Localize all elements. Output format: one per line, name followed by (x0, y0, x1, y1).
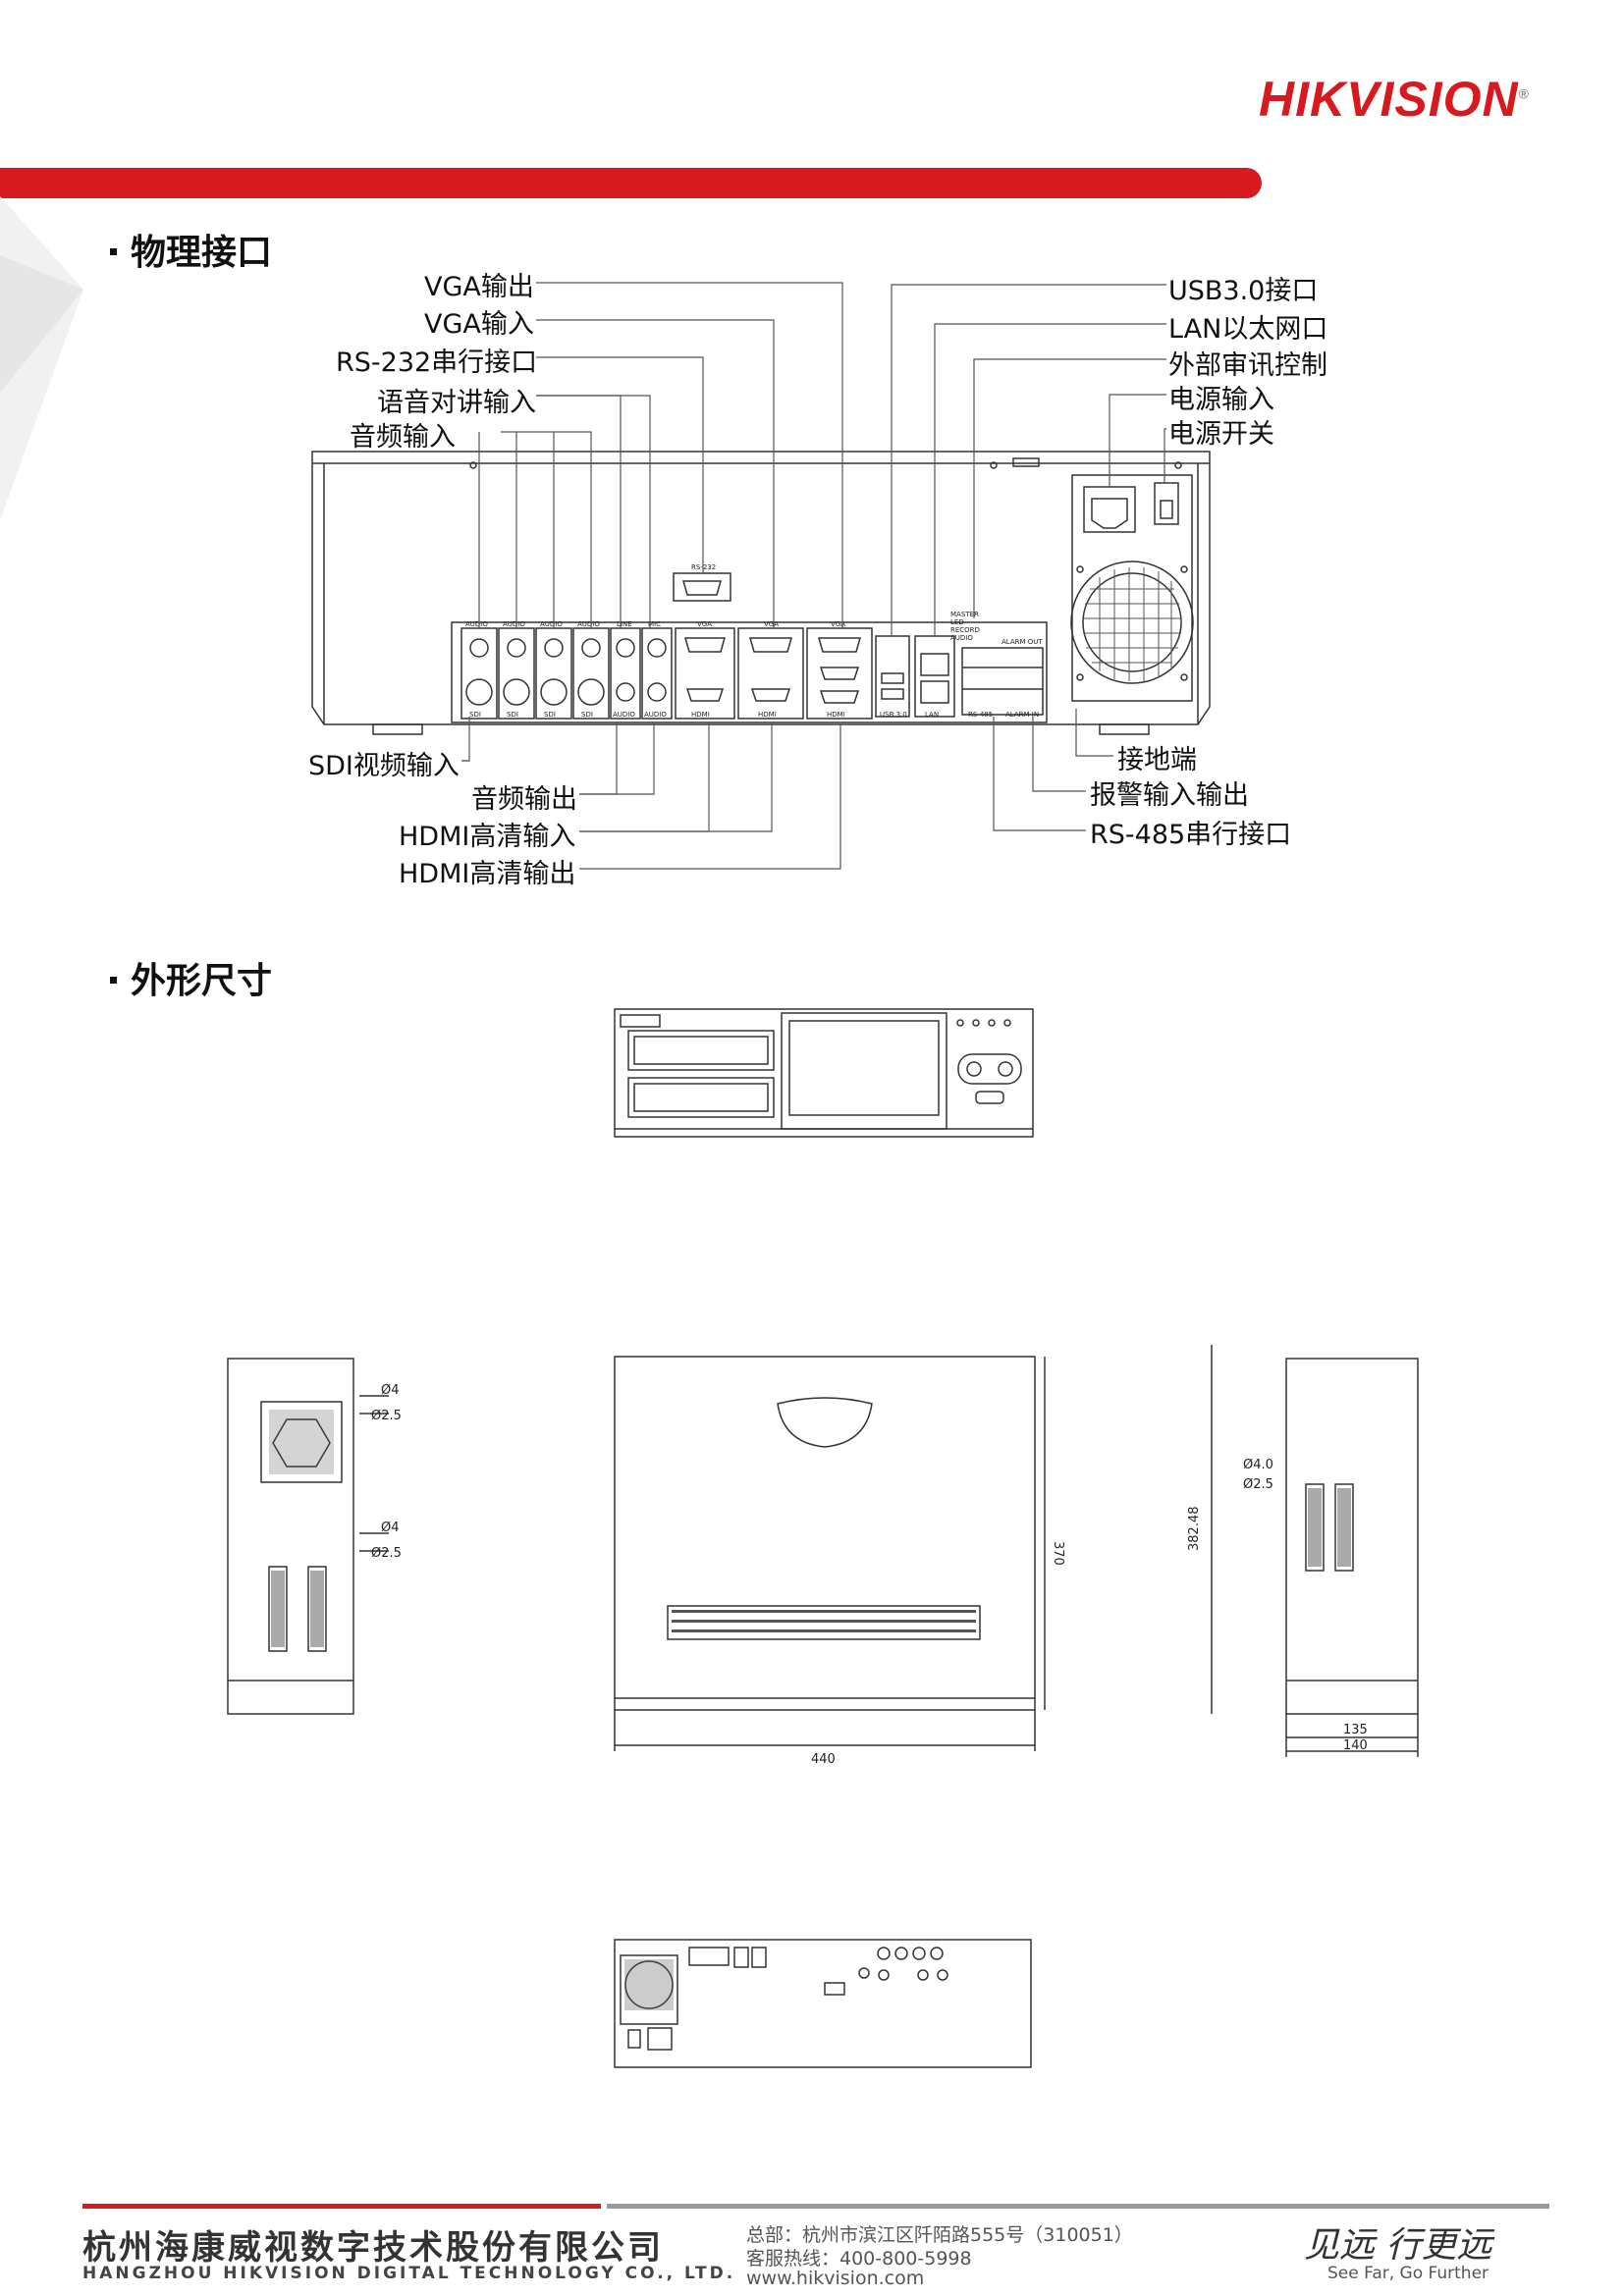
svg-text:RS-485: RS-485 (968, 711, 993, 719)
svg-text:HDMI: HDMI (758, 711, 777, 719)
svg-text:AUDIO: AUDIO (465, 620, 488, 628)
svg-text:SDI: SDI (469, 711, 481, 719)
label-alarm-io: 报警输入输出 (1090, 780, 1249, 811)
svg-text:HDMI: HDMI (827, 711, 845, 719)
svg-text:Ø2.5: Ø2.5 (371, 1409, 402, 1423)
footer-red-line (82, 2204, 601, 2209)
right-side-view (1211, 1345, 1419, 1757)
svg-text:RS-232: RS-232 (691, 563, 716, 571)
svg-text:SDI: SDI (544, 711, 556, 719)
svg-text:370: 370 (1051, 1541, 1065, 1566)
svg-text:Ø2.5: Ø2.5 (1243, 1477, 1273, 1492)
svg-text:MIC: MIC (648, 620, 661, 628)
label-power-in: 电源输入 (1168, 385, 1274, 415)
label-audio-out: 音频输出 (471, 784, 577, 815)
svg-text:VGA: VGA (831, 620, 845, 628)
decorative-triangles (0, 196, 83, 520)
label-talk-in: 语音对讲输入 (377, 388, 536, 418)
rear-panel-diagram: RS-232 AUDIO AUDIO AUDIO AUDIO LINE MIC … (311, 282, 1211, 870)
svg-text:SDI: SDI (581, 711, 593, 719)
footer-address: 总部：杭州市滨江区阡陌路555号（310051） (746, 2224, 1133, 2246)
svg-text:RECORD: RECORD (950, 626, 980, 634)
svg-text:AUDIO: AUDIO (950, 634, 973, 642)
slogan-cn: 见远 行更远 (1304, 2225, 1492, 2266)
svg-text:ALARM OUT: ALARM OUT (1001, 638, 1043, 646)
label-power-switch: 电源开关 (1168, 419, 1274, 450)
footer-gray-line (607, 2204, 1549, 2209)
svg-text:LED: LED (950, 618, 964, 626)
svg-text:382.48: 382.48 (1187, 1507, 1202, 1552)
svg-text:USB 3.0: USB 3.0 (880, 711, 907, 719)
svg-text:Ø4: Ø4 (381, 1521, 400, 1535)
rear-view (614, 1939, 1032, 2068)
svg-text:135: 135 (1343, 1723, 1368, 1737)
section-title-dimensions: 外形尺寸 (110, 952, 272, 1003)
company-name-cn: 杭州海康威视数字技术股份有限公司 (82, 2228, 664, 2268)
svg-text:AUDIO: AUDIO (613, 711, 635, 719)
svg-text:Ø4.0: Ø4.0 (1243, 1458, 1273, 1472)
footer-hotline: 客服热线：400-800-5998 (746, 2248, 972, 2269)
left-side-view (227, 1358, 389, 1715)
svg-text:LAN: LAN (925, 711, 939, 719)
label-rs485: RS-485串行接口 (1090, 820, 1292, 850)
company-name-en: HANGZHOU HIKVISION DIGITAL TECHNOLOGY CO… (82, 2264, 736, 2283)
svg-text:Ø4: Ø4 (381, 1383, 400, 1398)
label-audio-in: 音频输入 (350, 422, 456, 453)
slogan-en: See Far, Go Further (1327, 2264, 1489, 2283)
svg-text:HDMI: HDMI (691, 711, 710, 719)
svg-text:Ø2.5: Ø2.5 (371, 1546, 402, 1561)
label-ground: 接地端 (1117, 745, 1197, 775)
label-vga-in: VGA输入 (424, 309, 534, 340)
svg-text:AUDIO: AUDIO (540, 620, 563, 628)
svg-text:AUDIO: AUDIO (644, 711, 667, 719)
svg-text:440: 440 (811, 1752, 836, 1767)
label-vga-out: VGA输出 (424, 272, 534, 302)
header-red-bar (0, 168, 1262, 198)
front-view (614, 1008, 1034, 1138)
label-lan: LAN以太网口 (1168, 314, 1328, 345)
top-view (614, 1356, 1046, 1751)
section-title-interfaces: 物理接口 (110, 224, 272, 275)
label-usb3: USB3.0接口 (1168, 276, 1319, 306)
svg-text:VGA: VGA (697, 620, 712, 628)
label-sdi-in: SDI视频输入 (308, 751, 460, 781)
svg-text:LINE: LINE (617, 620, 632, 628)
label-hdmi-in: HDMI高清输入 (399, 822, 576, 852)
svg-text:AUDIO: AUDIO (577, 620, 600, 628)
label-rs232: RS-232串行接口 (336, 347, 538, 378)
svg-text:AUDIO: AUDIO (503, 620, 525, 628)
vent-holes (269, 1410, 1351, 2010)
footer-website[interactable]: www.hikvision.com (746, 2268, 925, 2289)
svg-text:140: 140 (1343, 1738, 1368, 1753)
svg-text:ALARM IN: ALARM IN (1005, 711, 1039, 719)
svg-text:MASTER: MASTER (950, 611, 979, 618)
label-hdmi-out: HDMI高清输出 (399, 859, 576, 889)
hikvision-logo: HIKVISION® (1259, 72, 1530, 127)
dimension-drawings: Ø4 Ø2.5 Ø4 Ø2.5 440 370 382.48 Ø4.0 Ø2.5… (227, 1008, 1419, 2068)
label-ext-control: 外部审讯控制 (1168, 350, 1327, 381)
svg-text:VGA: VGA (764, 620, 779, 628)
svg-text:SDI: SDI (507, 711, 518, 719)
